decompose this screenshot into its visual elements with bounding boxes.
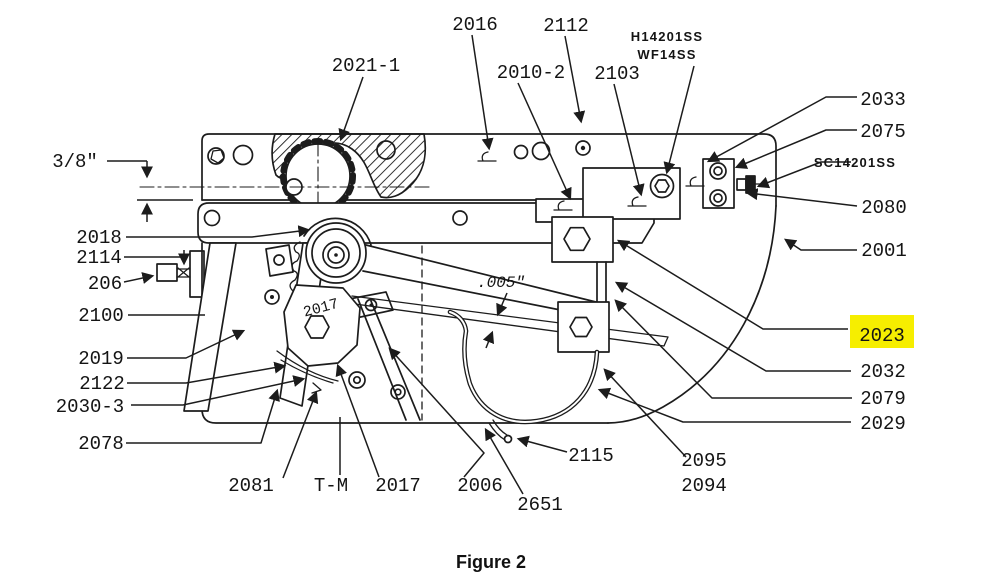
leader-2017 [335,363,380,478]
part-label-2023[interactable]: 2023 [859,325,905,347]
leader-2112 [564,35,586,124]
leader-H14201SS [663,65,695,175]
leader-lines [123,34,858,495]
part-label-2075[interactable]: 2075 [860,121,906,143]
part-label-2019[interactable]: 2019 [78,348,124,370]
leader-2075 [734,129,857,169]
leader-2079 [614,299,852,399]
set-screw [745,175,756,194]
face-arc [607,205,777,424]
part-label-2029[interactable]: 2029 [860,413,906,435]
part-label-SC14201SS[interactable]: SC14201SS [814,155,896,170]
part-label-2122[interactable]: 2122 [79,373,125,395]
dimension-005 [482,292,508,349]
leader-2030-3 [131,375,306,406]
part-label-206[interactable]: 206 [88,273,122,295]
leader-2001 [784,238,857,251]
part-label-2018[interactable]: 2018 [76,227,122,249]
part-label-2033[interactable]: 2033 [860,89,906,111]
cam-plate [283,284,361,367]
highlight-2023 [850,315,914,348]
leader-2095-2094 [603,368,687,458]
leader-2018 [126,225,311,238]
leader-2651 [484,427,524,495]
leader-2010-2 [517,82,572,201]
leader-2033 [706,96,857,163]
part-label-2021-1[interactable]: 2021-1 [332,55,400,77]
part-label-2017-callout[interactable]: 2017 [375,475,421,497]
leader-2016 [471,34,494,151]
hub [305,222,367,284]
part-label-H14201SS[interactable]: H14201SS [631,29,703,44]
leader-SC14201SS [756,161,851,189]
part-label-2114[interactable]: 2114 [76,247,122,269]
part-label-2094[interactable]: 2094 [681,475,727,497]
body-outline [201,242,609,424]
part-label-2079[interactable]: 2079 [860,388,906,410]
part-label-2010-2[interactable]: 2010-2 [497,62,565,84]
leader-2023 [616,239,848,330]
upper-hex-block [551,216,614,263]
adjust-screw [156,263,178,282]
figure-caption: Figure 2 [455,552,526,572]
part-label-dim-3-8[interactable]: 3/8" [52,151,98,173]
lower-hex-block [557,301,610,353]
machine-drawing [139,133,777,444]
leader-2081 [282,390,319,479]
dimension-3-8 [107,160,193,222]
part-label-2112[interactable]: 2112 [543,15,589,37]
leader-2078 [126,388,280,444]
part-label-2032[interactable]: 2032 [860,361,906,383]
leader-2103 [613,83,645,197]
leader-2021-1 [338,76,364,142]
leader-2032 [614,281,851,372]
part-label-WF14SS[interactable]: WF14SS [637,47,696,62]
ratchet-teeth [289,241,301,300]
leader-2115 [516,435,568,453]
part-label-2080[interactable]: 2080 [861,197,907,219]
connecting-link [357,298,421,421]
leader-2122 [127,361,287,384]
part-label-2095[interactable]: 2095 [681,450,727,472]
part-label-2115[interactable]: 2115 [568,445,614,467]
part-label-2030-3[interactable]: 2030-3 [56,396,124,418]
part-label-2006[interactable]: 2006 [457,475,503,497]
part-label-2100[interactable]: 2100 [78,305,124,327]
part-label-2001[interactable]: 2001 [861,240,907,262]
flat-spring-blade [351,295,669,347]
part-label-2651[interactable]: 2651 [517,494,563,516]
adjust-bracket [189,250,205,298]
leader-2029 [597,387,851,423]
leader-2006 [388,347,485,478]
part-label-2078[interactable]: 2078 [78,433,124,455]
part-label-T-M[interactable]: T-M [314,475,348,497]
part-label-dim-005[interactable]: .005" [477,274,525,292]
leader-2080 [745,188,858,207]
leader-2019 [127,329,246,359]
part-label-2016[interactable]: 2016 [452,14,498,36]
part-label-2081[interactable]: 2081 [228,475,274,497]
clamp-block [582,167,681,220]
part-label-2103[interactable]: 2103 [594,63,640,85]
leader-206 [123,272,155,284]
